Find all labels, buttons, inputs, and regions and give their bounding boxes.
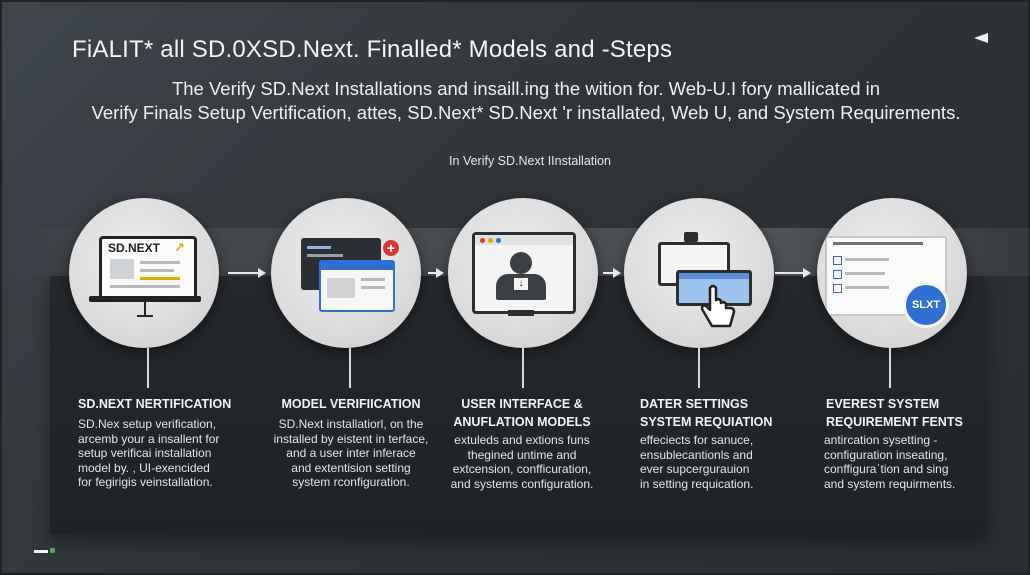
step-3-circle: ↓ [448, 198, 598, 348]
step-1-desc: SD.Nex setup verification, arcemb your a… [78, 417, 220, 489]
step-2-circle: + [271, 198, 421, 348]
subtitle-line-1: The Verify SD.Next Installations and ins… [171, 78, 881, 99]
flow-arrow-3 [603, 268, 621, 278]
flow-arrow-2 [428, 268, 444, 278]
step-1-title: SD.NEXT NERTIFICATION [78, 397, 232, 411]
step-3-title: USER INTERFACE & ANUFLATION MODELS [453, 397, 591, 429]
slxt-badge: SLXT [903, 282, 949, 328]
page-title: FiALIT* all SD.0XSD.Next. Finalled* Mode… [72, 36, 673, 63]
pointer-hand-icon [700, 284, 736, 328]
status-dot [50, 548, 55, 553]
connector-5 [889, 348, 891, 388]
step-5-title: EVEREST SYSTEM REQUIREMENT FENTS [826, 397, 963, 429]
arrow-icon: ↗ [174, 240, 185, 255]
flag-icon [974, 33, 988, 43]
step-2-desc: SD.Next installatiorl, on the installed … [273, 417, 429, 489]
sdnext-label: SD.NEXT [108, 241, 161, 255]
connector-3 [522, 348, 524, 388]
plus-badge-icon: + [383, 240, 399, 256]
step-5-circle: SLXT [817, 198, 967, 348]
step-1-circle: SD.NEXT ↗ [69, 198, 219, 348]
tripod-icon [137, 302, 153, 317]
connector-4 [698, 348, 700, 388]
step-2-title: MODEL VERIFIICATION [281, 397, 421, 411]
flow-arrow-1 [228, 268, 266, 278]
connector-1 [147, 348, 149, 388]
step-5-desc: antircation sysetting - configuration in… [824, 433, 956, 491]
step-4-title: DATER SETTINGS SYSTEM REQUIATION [640, 397, 773, 429]
subtitle: The Verify SD.Next Installations and ins… [76, 77, 976, 125]
step-4-circle [624, 198, 774, 348]
caption: In Verify SD.Next IInstallation [449, 154, 611, 168]
connector-2 [349, 348, 351, 388]
flow-arrow-4 [775, 268, 811, 278]
user-icon [510, 252, 532, 274]
progress-marker [34, 550, 48, 553]
step-4-desc: effeciects for sanuce, ensublecantionls … [640, 433, 754, 491]
subtitle-line-2: Verify Finals Setup Vertification, attes… [91, 102, 961, 123]
step-3-desc: extuleds and extions funs thegined untim… [450, 433, 594, 491]
